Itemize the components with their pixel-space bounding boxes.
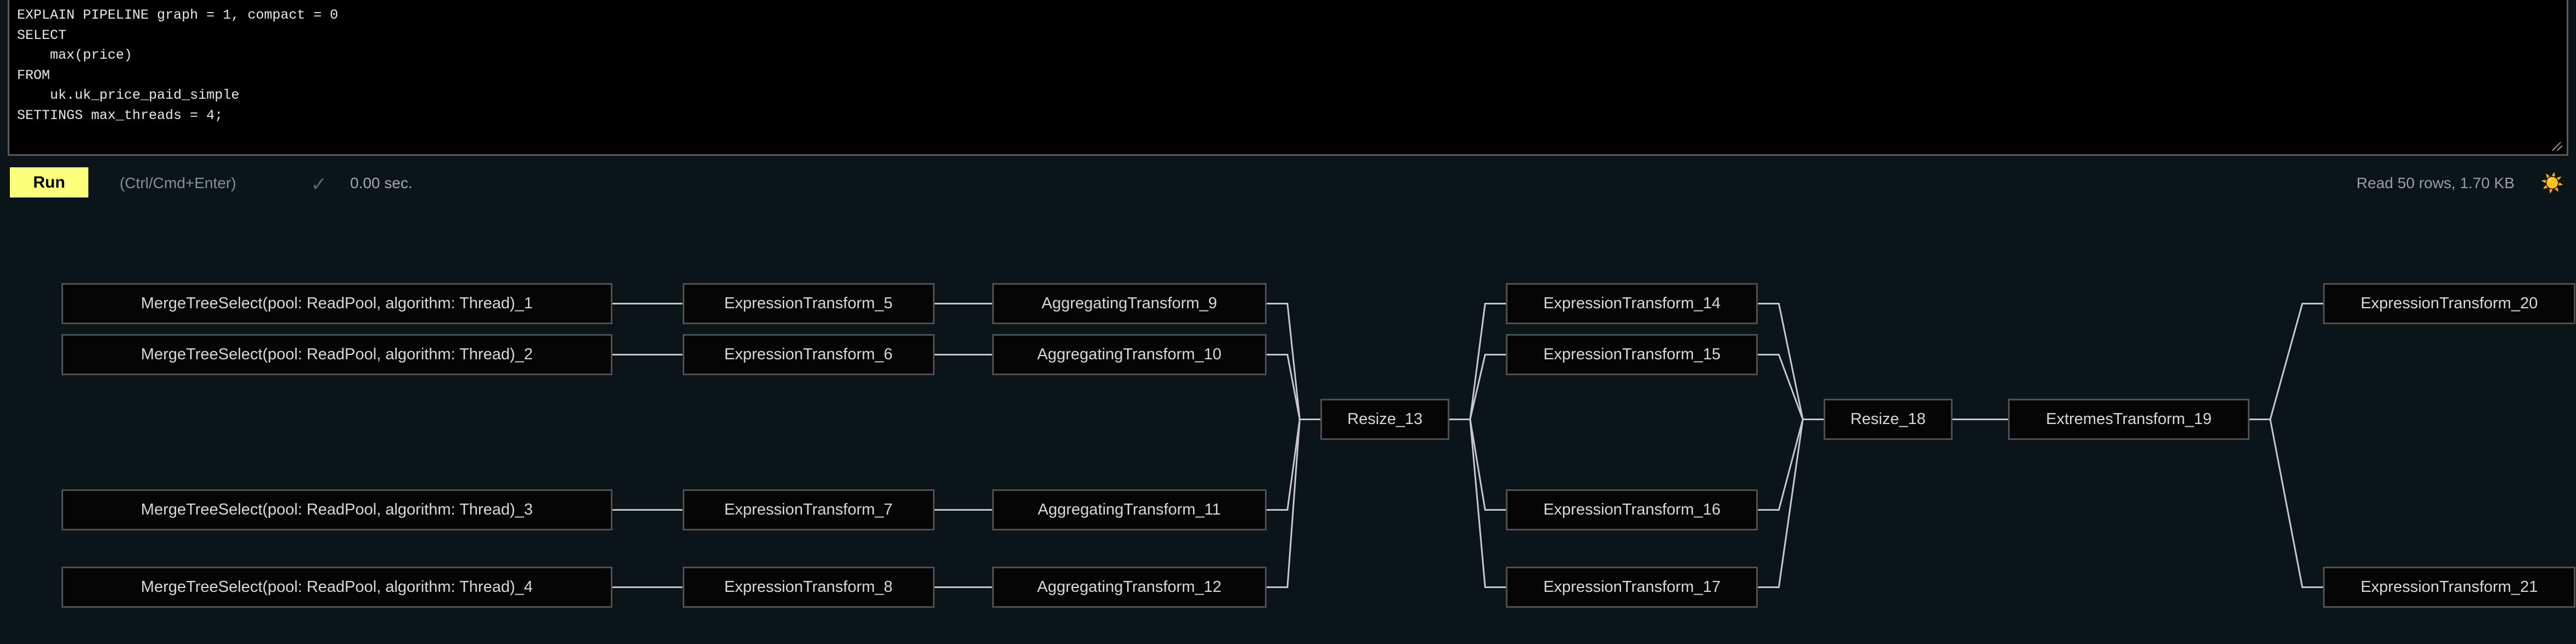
graph-node-label: ExpressionTransform_20 [2360, 295, 2538, 312]
graph-node[interactable]: ExpressionTransform_14 [1506, 283, 1758, 324]
graph-node-label: AggregatingTransform_12 [1037, 578, 1222, 596]
graph-node[interactable]: AggregatingTransform_12 [992, 567, 1267, 608]
graph-node-label: MergeTreeSelect(pool: ReadPool, algorith… [140, 501, 533, 518]
graph-node[interactable]: ExpressionTransform_15 [1506, 334, 1758, 375]
graph-node-label: ExpressionTransform_8 [724, 578, 893, 596]
graph-edge [2249, 419, 2324, 588]
graph-node[interactable]: MergeTreeSelect(pool: ReadPool, algorith… [61, 567, 612, 608]
graph-node[interactable]: ExpressionTransform_6 [682, 334, 935, 375]
pipeline-graph: MergeTreeSelect(pool: ReadPool, algorith… [0, 208, 2576, 644]
graph-edge [1758, 303, 1824, 420]
graph-node[interactable]: ExpressionTransform_8 [682, 567, 935, 608]
keyboard-shortcut-hint: (Ctrl/Cmd+Enter) [120, 174, 237, 191]
graph-node[interactable]: ExtremesTransform_19 [2008, 399, 2249, 440]
graph-edge [1758, 419, 1824, 511]
graph-node-label: AggregatingTransform_10 [1037, 346, 1222, 363]
graph-node[interactable]: ExpressionTransform_5 [682, 283, 935, 324]
graph-node-label: AggregatingTransform_11 [1038, 501, 1221, 518]
graph-node-label: MergeTreeSelect(pool: ReadPool, algorith… [140, 346, 533, 363]
graph-node-label: MergeTreeSelect(pool: ReadPool, algorith… [140, 295, 533, 312]
graph-node-label: ExpressionTransform_16 [1543, 501, 1721, 518]
graph-edge [1449, 303, 1506, 420]
read-stats: Read 50 rows, 1.70 KB [2356, 174, 2515, 191]
graph-node[interactable]: Resize_18 [1824, 399, 1953, 440]
graph-edge [1449, 419, 1506, 588]
graph-node[interactable]: ExpressionTransform_16 [1506, 489, 1758, 530]
graph-node-label: ExpressionTransform_17 [1543, 578, 1721, 596]
graph-node-label: Resize_18 [1850, 410, 1926, 428]
graph-node[interactable]: AggregatingTransform_10 [992, 334, 1267, 375]
graph-node-label: ExpressionTransform_7 [724, 501, 893, 518]
graph-node-label: ExpressionTransform_15 [1543, 346, 1721, 363]
graph-node-label: ExpressionTransform_21 [2360, 578, 2538, 596]
graph-node[interactable]: AggregatingTransform_9 [992, 283, 1267, 324]
graph-node[interactable]: AggregatingTransform_11 [992, 489, 1267, 530]
sun-icon[interactable]: ☀️ [2540, 173, 2564, 194]
graph-node[interactable]: MergeTreeSelect(pool: ReadPool, algorith… [61, 489, 612, 530]
graph-node[interactable]: Resize_13 [1320, 399, 1449, 440]
graph-edge [1266, 419, 1321, 588]
sql-query-editor[interactable] [8, 0, 2568, 156]
run-button[interactable]: Run [10, 167, 88, 197]
graph-edge-layer [612, 303, 2324, 588]
query-toolbar: Run (Ctrl/Cmd+Enter) ✓ 0.00 sec. Read 50… [0, 160, 2576, 206]
graph-node[interactable]: MergeTreeSelect(pool: ReadPool, algorith… [61, 283, 612, 324]
graph-node-label: AggregatingTransform_9 [1041, 295, 1217, 312]
graph-node-label: MergeTreeSelect(pool: ReadPool, algorith… [140, 578, 533, 596]
editor-panel [0, 0, 2576, 158]
graph-edge [2249, 303, 2324, 420]
graph-node-label: ExtremesTransform_19 [2046, 410, 2212, 428]
graph-node-label: Resize_13 [1347, 410, 1423, 428]
elapsed-time: 0.00 sec. [350, 174, 413, 191]
graph-node-label: ExpressionTransform_14 [1543, 295, 1721, 312]
graph-node[interactable]: ExpressionTransform_21 [2323, 567, 2575, 608]
graph-edge [1758, 419, 1824, 588]
graph-node[interactable]: ExpressionTransform_17 [1506, 567, 1758, 608]
graph-node-label: ExpressionTransform_5 [724, 295, 893, 312]
success-check-icon: ✓ [311, 173, 328, 195]
graph-node-label: ExpressionTransform_6 [724, 346, 893, 363]
graph-node[interactable]: ExpressionTransform_7 [682, 489, 935, 530]
graph-edge [1266, 303, 1321, 420]
graph-node[interactable]: ExpressionTransform_20 [2323, 283, 2575, 324]
graph-node[interactable]: MergeTreeSelect(pool: ReadPool, algorith… [61, 334, 612, 375]
